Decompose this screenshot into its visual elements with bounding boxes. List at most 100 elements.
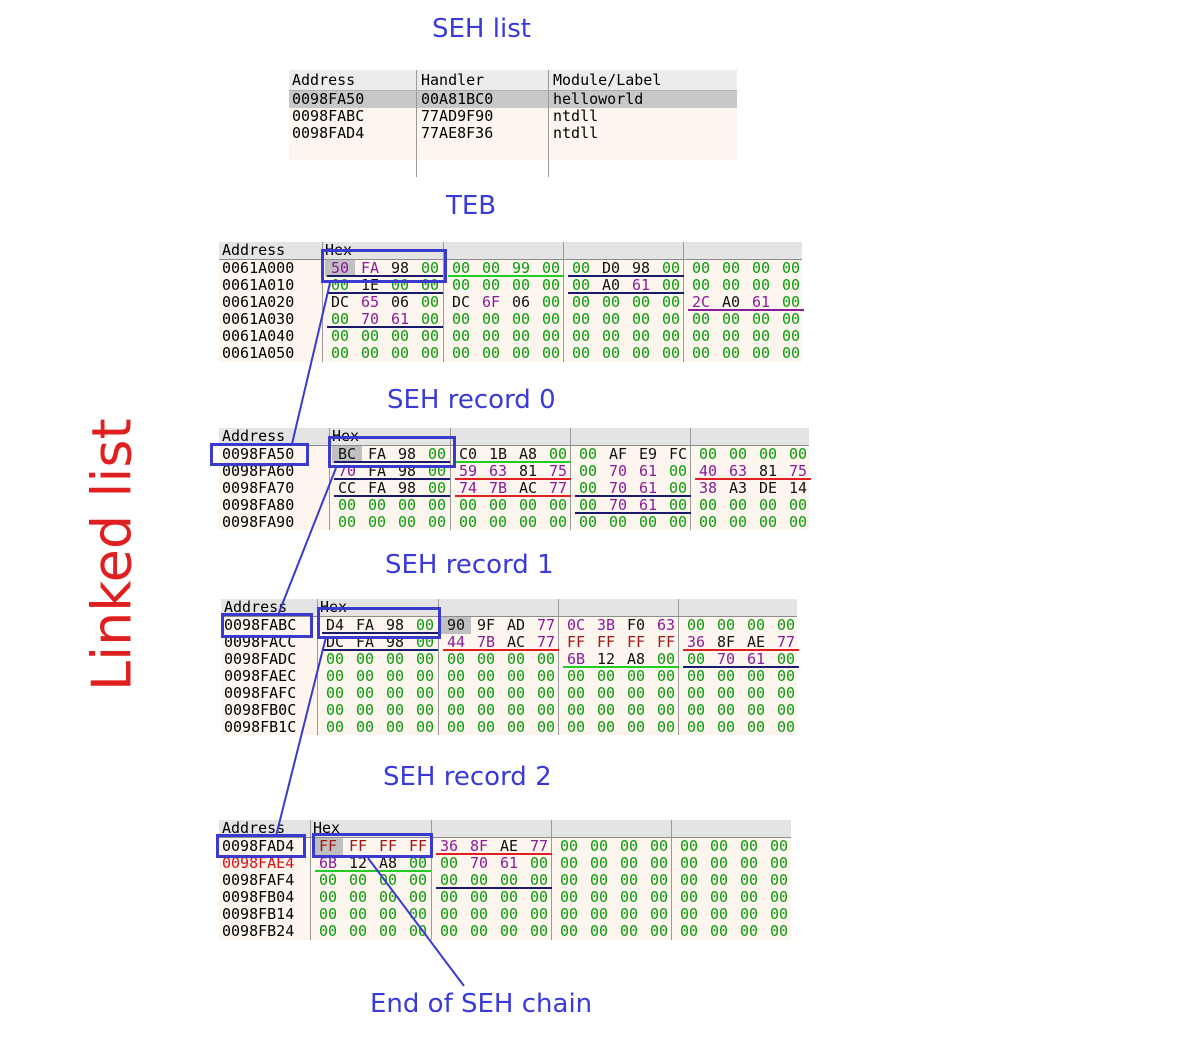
row-address[interactable]: 0061A050 [222, 344, 295, 362]
hex-byte[interactable]: 61 [631, 276, 651, 294]
hex-byte[interactable]: 00 [716, 684, 736, 702]
hex-byte[interactable]: 00 [589, 871, 609, 889]
hex-byte[interactable]: 00 [649, 888, 669, 906]
hex-byte[interactable]: 00 [571, 310, 591, 328]
hex-byte[interactable]: 00 [511, 276, 531, 294]
hex-byte[interactable]: 00 [499, 922, 519, 940]
hex-byte[interactable]: 70 [608, 496, 628, 514]
hex-byte[interactable]: 8F [716, 633, 736, 651]
hex-byte[interactable]: 00 [781, 276, 801, 294]
row-address[interactable]: 0098FA90 [222, 513, 295, 531]
hex-byte[interactable]: 74 [458, 479, 478, 497]
hex-byte[interactable]: 00 [661, 327, 681, 345]
hex-byte[interactable]: DE [758, 479, 778, 497]
hex-byte[interactable]: 00 [355, 701, 375, 719]
hex-byte[interactable]: 00 [746, 616, 766, 634]
row-address[interactable]: 0098FAF4 [222, 871, 295, 889]
hex-byte[interactable]: 00 [601, 310, 621, 328]
hex-byte[interactable]: 00 [631, 344, 651, 362]
hex-byte[interactable]: 00 [559, 854, 579, 872]
hex-byte[interactable]: 00 [559, 888, 579, 906]
row-address[interactable]: 0098FB0C [224, 701, 297, 719]
hex-byte[interactable]: 6B [566, 650, 586, 668]
hex-byte[interactable]: 00 [638, 513, 658, 531]
hex-byte[interactable]: 00 [661, 259, 681, 277]
hex-byte[interactable]: AE [499, 837, 519, 855]
hex-byte[interactable]: 36 [686, 633, 706, 651]
hex-byte[interactable]: 00 [420, 293, 440, 311]
hex-byte[interactable]: 00 [337, 496, 357, 514]
hex-byte[interactable]: FF [313, 838, 343, 855]
hex-byte[interactable]: 00 [776, 667, 796, 685]
row-address[interactable]: 0098FA60 [222, 462, 295, 480]
hex-byte[interactable]: C0 [458, 445, 478, 463]
row-address[interactable]: 0098FA70 [222, 479, 295, 497]
hex-byte[interactable]: 00 [571, 276, 591, 294]
hex-byte[interactable]: FF [596, 633, 616, 651]
hex-byte[interactable]: 00 [589, 854, 609, 872]
hex-byte[interactable]: 77 [548, 479, 568, 497]
hex-byte[interactable]: FF [626, 633, 646, 651]
hex-byte[interactable]: 00 [788, 513, 808, 531]
hex-byte[interactable]: 00 [506, 667, 526, 685]
hex-byte[interactable]: 00 [626, 684, 646, 702]
hex-byte[interactable]: 00 [378, 888, 398, 906]
hex-byte[interactable]: 00 [631, 310, 651, 328]
hex-byte[interactable]: 00 [408, 888, 428, 906]
hex-byte[interactable]: D4 [325, 616, 345, 634]
hex-byte[interactable]: 00 [529, 888, 549, 906]
hex-byte[interactable]: 00 [511, 344, 531, 362]
hex-byte[interactable]: 00 [776, 616, 796, 634]
hex-byte[interactable]: 00 [686, 616, 706, 634]
hex-byte[interactable]: 00 [439, 905, 459, 923]
hex-byte[interactable]: AE [746, 633, 766, 651]
hex-byte[interactable]: 00 [619, 905, 639, 923]
hex-byte[interactable]: FF [378, 837, 398, 855]
hex-byte[interactable]: 00 [348, 905, 368, 923]
hex-byte[interactable]: 00 [751, 327, 771, 345]
hex-byte[interactable]: 00 [679, 854, 699, 872]
hex-byte[interactable]: 00 [348, 871, 368, 889]
hex-byte[interactable]: 9F [476, 616, 496, 634]
hex-byte[interactable]: 00 [559, 837, 579, 855]
seh-list-col-handler[interactable]: Handler [417, 70, 549, 90]
hex-byte[interactable]: 00 [367, 513, 387, 531]
hex-byte[interactable]: 0C [566, 616, 586, 634]
hex-byte[interactable]: 00 [499, 871, 519, 889]
hex-byte[interactable]: 98 [390, 259, 410, 277]
hex-byte[interactable]: 00 [325, 718, 345, 736]
hex-byte[interactable]: 00 [390, 344, 410, 362]
row-address[interactable]: 0098FB1C [224, 718, 297, 736]
hex-byte[interactable]: 00 [619, 888, 639, 906]
hex-byte[interactable]: D0 [601, 259, 621, 277]
row-address[interactable]: 0098FAEC [224, 667, 297, 685]
hex-byte[interactable]: 00 [420, 327, 440, 345]
hex-byte[interactable]: 63 [728, 462, 748, 480]
hex-byte[interactable]: 00 [709, 837, 729, 855]
hex-byte[interactable]: 12 [348, 854, 368, 872]
hex-byte[interactable]: 00 [408, 922, 428, 940]
hex-byte[interactable]: AC [518, 479, 538, 497]
hex-byte[interactable]: 00 [626, 718, 646, 736]
hex-byte[interactable]: 00 [348, 888, 368, 906]
hex-byte[interactable]: 00 [566, 667, 586, 685]
hex-byte[interactable]: A8 [518, 445, 538, 463]
hex-byte[interactable]: 00 [420, 259, 440, 277]
hex-byte[interactable]: AD [506, 616, 526, 634]
hex-byte[interactable]: 00 [788, 445, 808, 463]
hex-byte[interactable]: 00 [469, 871, 489, 889]
hex-byte[interactable]: 00 [397, 496, 417, 514]
hex-byte[interactable]: 7B [488, 479, 508, 497]
hex-byte[interactable]: 00 [656, 701, 676, 719]
row-address[interactable]: 0061A010 [222, 276, 295, 294]
hex-byte[interactable]: 00 [330, 310, 350, 328]
hex-byte[interactable]: 00 [548, 496, 568, 514]
hex-byte[interactable]: 00 [608, 513, 628, 531]
hex-byte[interactable]: 77 [536, 616, 556, 634]
hex-byte[interactable]: 00 [698, 513, 718, 531]
hex-byte[interactable]: 00 [548, 513, 568, 531]
hex-byte[interactable]: 00 [661, 310, 681, 328]
hex-byte[interactable]: 00 [769, 905, 789, 923]
hex-byte[interactable]: 00 [427, 445, 447, 463]
hex-byte[interactable]: 00 [451, 327, 471, 345]
